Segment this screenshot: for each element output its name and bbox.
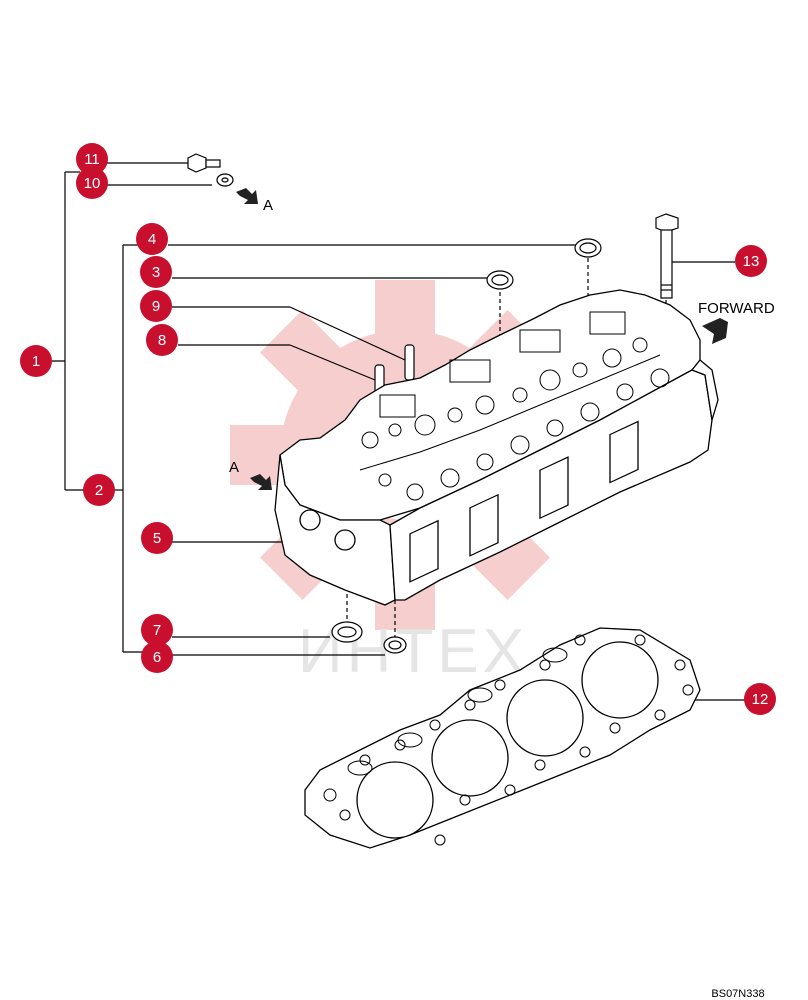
callout-7[interactable]: 7 — [141, 614, 173, 646]
svg-text:9: 9 — [152, 298, 160, 315]
callout-11[interactable]: 11 — [76, 143, 108, 175]
washer-part — [216, 173, 234, 187]
forward-label: FORWARD — [698, 300, 775, 317]
svg-text:12: 12 — [752, 691, 769, 708]
seal-part-4 — [574, 238, 602, 258]
callout-3[interactable]: 3 — [140, 256, 172, 288]
callout-1[interactable]: 1 — [20, 345, 52, 377]
view-a-side-label: A — [229, 459, 239, 476]
svg-text:13: 13 — [743, 253, 760, 270]
head-gasket-12 — [304, 627, 701, 849]
callouts: 1 2 3 4 5 6 7 8 9 10 11 12 13 — [20, 143, 776, 715]
callout-5[interactable]: 5 — [141, 522, 173, 554]
dowel-pin-9 — [404, 344, 415, 381]
svg-text:10: 10 — [84, 175, 101, 192]
callout-12[interactable]: 12 — [744, 683, 776, 715]
callout-9[interactable]: 9 — [140, 290, 172, 322]
svg-text:11: 11 — [84, 151, 100, 168]
callout-6[interactable]: 6 — [141, 641, 173, 673]
seal-part-6 — [383, 636, 407, 654]
watermark-text: ИНТЕХ — [298, 617, 528, 686]
arrow-right-block-icon — [236, 188, 258, 204]
seal-part-7 — [331, 621, 363, 643]
svg-text:1: 1 — [32, 353, 40, 370]
svg-text:5: 5 — [153, 530, 161, 547]
seal-part-3 — [486, 270, 514, 290]
svg-text:3: 3 — [152, 264, 160, 281]
svg-text:8: 8 — [158, 332, 166, 349]
view-a-top-label: A — [263, 197, 273, 214]
callout-10[interactable]: 10 — [76, 167, 108, 199]
callout-4[interactable]: 4 — [136, 223, 168, 255]
arrow-right-block-icon — [702, 318, 728, 344]
svg-text:7: 7 — [153, 622, 161, 639]
callout-8[interactable]: 8 — [146, 324, 178, 356]
bolt-part — [187, 153, 221, 173]
callout-13[interactable]: 13 — [735, 245, 767, 277]
view-a-side: A — [229, 459, 272, 490]
head-bolt-13 — [655, 213, 679, 299]
svg-text:6: 6 — [153, 649, 161, 666]
callout-2[interactable]: 2 — [83, 474, 115, 506]
cylinder-head-details — [359, 311, 670, 501]
svg-text:4: 4 — [148, 231, 156, 248]
view-a-top: A — [236, 188, 273, 214]
forward-indicator: FORWARD — [698, 300, 775, 344]
svg-text:2: 2 — [95, 482, 103, 499]
drawing-code: BS07N338 — [711, 988, 764, 1000]
arrow-right-block-icon — [250, 474, 272, 490]
